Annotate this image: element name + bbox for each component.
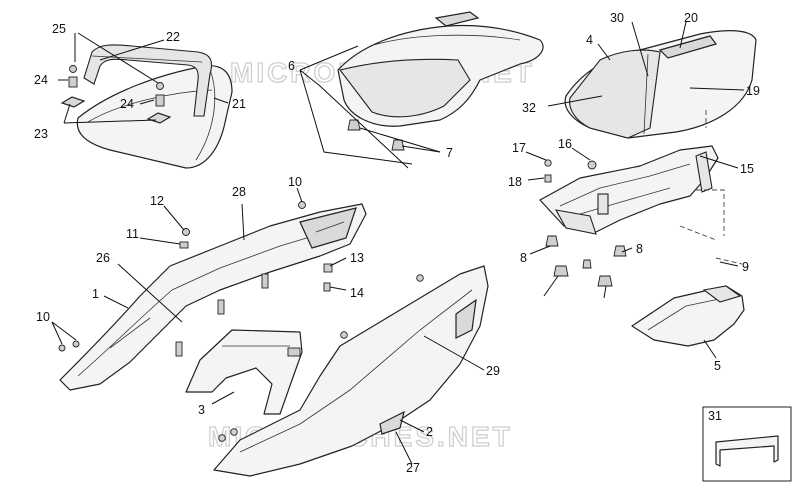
callout-29: 29 <box>486 364 500 378</box>
bolt-16 <box>587 160 597 170</box>
callout-2: 2 <box>426 425 433 439</box>
tail-fairing-right <box>213 265 489 477</box>
inset-box-31: 31 <box>702 406 792 482</box>
callout-7a: 7 <box>446 146 453 160</box>
callout-23: 23 <box>34 127 48 141</box>
screw-right-a <box>416 274 424 282</box>
tail-fairing-left-group <box>58 201 367 391</box>
passenger-seat-group <box>564 30 757 139</box>
screw-25b <box>156 82 164 90</box>
callout-10-top: 10 <box>288 175 302 189</box>
inset-label: 31 <box>708 409 722 423</box>
callout-24b: 24 <box>120 97 134 111</box>
spacer-24b <box>155 94 165 107</box>
rear-bracket-group <box>185 329 303 415</box>
callout-28: 28 <box>232 185 246 199</box>
callout-11: 11 <box>126 227 139 241</box>
callout-8b: 8 <box>636 242 643 256</box>
callout-10-left: 10 <box>36 310 50 324</box>
undertray <box>631 285 745 347</box>
screw-10-top <box>298 201 306 209</box>
bush-18 <box>544 174 552 183</box>
screw-14 <box>323 282 331 292</box>
undertray-group <box>631 285 745 347</box>
screw-right-b <box>340 331 348 339</box>
callout-13: 13 <box>350 251 364 265</box>
callout-6: 6 <box>288 59 295 73</box>
pad-23a <box>60 96 86 108</box>
callout-15: 15 <box>740 162 754 176</box>
callout-19: 19 <box>746 84 760 98</box>
tail-fairing-right-group <box>213 265 489 477</box>
rider-seat-group <box>337 11 544 151</box>
callout-1: 1 <box>92 287 99 301</box>
screw-10-left-b <box>72 340 80 348</box>
callout-27: 27 <box>406 461 420 475</box>
callout-25: 25 <box>52 22 66 36</box>
rear-bracket <box>185 329 303 415</box>
seat-frame-group <box>539 145 719 287</box>
callout-20: 20 <box>684 11 698 25</box>
callout-17: 17 <box>512 141 526 155</box>
callout-4: 4 <box>586 33 593 47</box>
clip-13 <box>323 263 333 273</box>
callout-22: 22 <box>166 30 180 44</box>
callout-26: 26 <box>96 251 110 265</box>
screw-12 <box>182 228 190 236</box>
pillion-cover-group <box>60 44 233 169</box>
screw-10-left-a <box>58 344 66 352</box>
callout-21: 21 <box>232 97 246 111</box>
callout-18: 18 <box>508 175 522 189</box>
bolt-17 <box>544 159 552 167</box>
leader-lines <box>51 21 745 465</box>
seat-peg-right <box>391 139 405 151</box>
inset-part <box>715 435 779 467</box>
tail-fairing-left <box>59 203 367 391</box>
callout-3: 3 <box>198 403 205 417</box>
callout-labels: 1 2 3 4 5 6 7 8 8 9 10 10 11 12 13 14 15… <box>34 11 760 475</box>
callout-12: 12 <box>150 194 164 208</box>
screw-right-c <box>230 428 238 436</box>
callout-32: 32 <box>522 101 536 115</box>
seat-peg-left <box>347 119 361 131</box>
callout-8a: 8 <box>520 251 527 265</box>
screw-25a <box>69 65 77 73</box>
callout-16: 16 <box>558 137 572 151</box>
clip-11 <box>179 241 189 249</box>
callout-30: 30 <box>610 11 624 25</box>
callout-14: 14 <box>350 286 364 300</box>
grab-handle <box>83 44 213 117</box>
spacer-24a <box>68 76 78 88</box>
screw-right-d <box>218 434 226 442</box>
callout-24a: 24 <box>34 73 48 87</box>
callout-9: 9 <box>742 260 749 274</box>
callout-5: 5 <box>714 359 721 373</box>
